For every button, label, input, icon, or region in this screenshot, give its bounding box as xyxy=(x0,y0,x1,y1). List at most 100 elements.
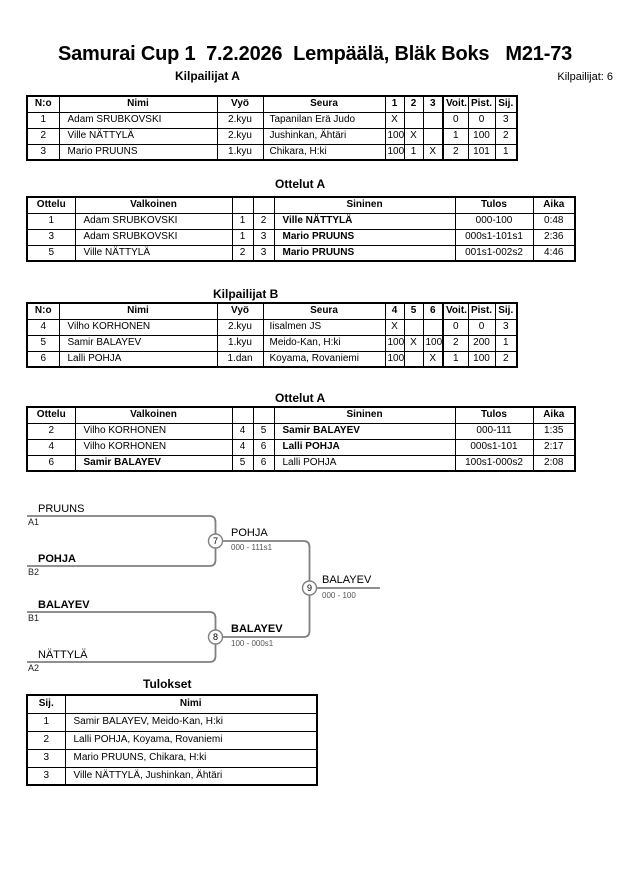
bracket-seed-label: B1 xyxy=(28,613,40,623)
col-header-1: 1 xyxy=(384,95,405,113)
col-header-white: Valkoinen xyxy=(74,196,233,214)
cell-white-name: Vilho KORHONEN xyxy=(74,438,233,456)
cell-place: 1 xyxy=(494,334,518,352)
col-header-2: 2 xyxy=(403,95,424,113)
cell-white-name: Adam SRUBKOVSKI xyxy=(74,228,233,246)
results-table: Sij. Nimi 1 Samir BALAYEV, Meido-Kan, H:… xyxy=(26,694,318,786)
cell-no: 3 xyxy=(26,143,60,161)
cell-no: 5 xyxy=(26,334,60,352)
col-header-name: Nimi xyxy=(58,95,218,113)
bracket-slot-name: NÄTTYLÄ xyxy=(38,649,88,661)
results-title: Tulokset xyxy=(143,677,192,691)
bracket-seed-label: A1 xyxy=(28,517,40,527)
cell-name: Lalli POHJA xyxy=(58,350,218,368)
cell-score-3: X xyxy=(422,143,444,161)
cell-score-6: 100 xyxy=(422,334,444,352)
cell-score-1: 100 xyxy=(384,127,405,145)
cell-score-6: X xyxy=(422,350,444,368)
cell-score-5: X xyxy=(403,334,424,352)
cell-score-4: 100 xyxy=(384,350,405,368)
cell-score-5 xyxy=(403,350,424,368)
cell-score-2: X xyxy=(403,127,424,145)
bracket-slot-name: POHJA xyxy=(38,553,76,565)
cell-white-name: Vilho KORHONEN xyxy=(74,422,233,440)
bracket-winner-label: BALAYEV xyxy=(322,574,372,586)
cell-score-2: 1 xyxy=(403,143,424,161)
cell-result: 001s1-002s2 xyxy=(454,244,534,262)
col-header-belt: Vyö xyxy=(216,302,264,320)
cell-club: Jushinkan, Ähtäri xyxy=(262,127,386,145)
cell-name: Samir BALAYEV xyxy=(58,334,218,352)
col-header-time: Aika xyxy=(532,196,576,214)
cell-place: 1 xyxy=(494,143,518,161)
cell-club: Koyama, Rovaniemi xyxy=(262,350,386,368)
cell-belt: 1.dan xyxy=(216,350,264,368)
col-header-6: 6 xyxy=(422,302,444,320)
cell-blue-no: 2 xyxy=(252,212,275,230)
cell-name: Vilho KORHONEN xyxy=(58,318,218,336)
col-header-blueno xyxy=(252,406,275,424)
cell-time: 2:17 xyxy=(532,438,576,456)
col-header-points: Pist. xyxy=(467,95,496,113)
col-header-points: Pist. xyxy=(467,302,496,320)
cell-no: 4 xyxy=(26,318,60,336)
col-header-match: Ottelu xyxy=(26,406,76,424)
table-row: 2 Vilho KORHONEN 4 5 Samir BALAYEV 000-1… xyxy=(26,422,576,440)
cell-club: Meido-Kan, H:ki xyxy=(262,334,386,352)
table-row: 6 Samir BALAYEV 5 6 Lalli POHJA 100s1-00… xyxy=(26,454,576,472)
cell-club: Iisalmen JS xyxy=(262,318,386,336)
cell-time: 2:36 xyxy=(532,228,576,246)
cell-blue-no: 5 xyxy=(252,422,275,440)
cell-blue-no: 6 xyxy=(252,438,275,456)
matches-a-title: Ottelut A xyxy=(275,177,326,191)
col-header-5: 5 xyxy=(403,302,424,320)
table-row: 4 Vilho KORHONEN 4 6 Lalli POHJA 000s1-1… xyxy=(26,438,576,456)
cell-white-name: Adam SRUBKOVSKI xyxy=(74,212,233,230)
bracket-seed-label: B2 xyxy=(28,567,40,577)
cell-name: Mario PRUUNS xyxy=(58,143,218,161)
cell-time: 2:08 xyxy=(532,454,576,472)
cell-place: 2 xyxy=(494,350,518,368)
bracket-score-label: 100 - 000s1 xyxy=(231,639,274,648)
cell-name: Lalli POHJA, Koyama, Rovaniemi xyxy=(64,730,318,750)
cell-belt: 2.kyu xyxy=(216,111,264,129)
cell-name: Mario PRUUNS, Chikara, H:ki xyxy=(64,748,318,768)
match-number-8: 8 xyxy=(212,631,218,642)
cell-blue-name: Lalli POHJA xyxy=(273,454,456,472)
cell-result: 100s1-000s2 xyxy=(454,454,534,472)
cell-time: 4:46 xyxy=(532,244,576,262)
match-number-9: 9 xyxy=(306,582,312,593)
cell-place: 3 xyxy=(494,318,518,336)
bracket-slot-name: PRUUNS xyxy=(38,503,85,515)
bracket-score-label: 000 - 111s1 xyxy=(231,543,273,552)
cell-blue-name: Lalli POHJA xyxy=(273,438,456,456)
cell-white-no: 4 xyxy=(231,422,254,440)
cell-belt: 1.kyu xyxy=(216,143,264,161)
cell-match-no: 1 xyxy=(26,212,76,230)
cell-blue-no: 3 xyxy=(252,244,275,262)
cell-result: 000s1-101s1 xyxy=(454,228,534,246)
cell-points: 0 xyxy=(467,111,496,129)
cell-result: 000-111 xyxy=(454,422,534,440)
cell-score-4: 100 xyxy=(384,334,405,352)
cell-score-3 xyxy=(422,127,444,145)
col-header-wins: Voit. xyxy=(442,302,469,320)
matches-a-header-row: Ottelu Valkoinen Sininen Tulos Aika xyxy=(26,196,576,214)
matches-b-title: Ottelut A xyxy=(275,391,326,405)
col-header-result: Tulos xyxy=(454,196,534,214)
col-header-whiteno xyxy=(231,406,254,424)
col-header-time: Aika xyxy=(532,406,576,424)
cell-white-no: 5 xyxy=(231,454,254,472)
table-row: 5 Ville NÄTTYLÄ 2 3 Mario PRUUNS 001s1-0… xyxy=(26,244,576,262)
col-header-blueno xyxy=(252,196,275,214)
table-row: 3 Mario PRUUNS, Chikara, H:ki xyxy=(26,748,318,768)
cell-score-2 xyxy=(403,111,424,129)
tournament-title: Samurai Cup 1 7.2.2026 Lempäälä, Bläk Bo… xyxy=(57,43,573,65)
col-header-place: Sij. xyxy=(494,302,518,320)
cell-blue-name: Samir BALAYEV xyxy=(273,422,456,440)
cell-match-no: 6 xyxy=(26,454,76,472)
pool-b-table: N:o Nimi Vyö Seura 4 5 6 Voit. Pist. Sij… xyxy=(26,302,518,368)
cell-place: 2 xyxy=(26,730,66,750)
cell-white-no: 1 xyxy=(231,212,254,230)
match-number-7: 7 xyxy=(212,535,218,546)
